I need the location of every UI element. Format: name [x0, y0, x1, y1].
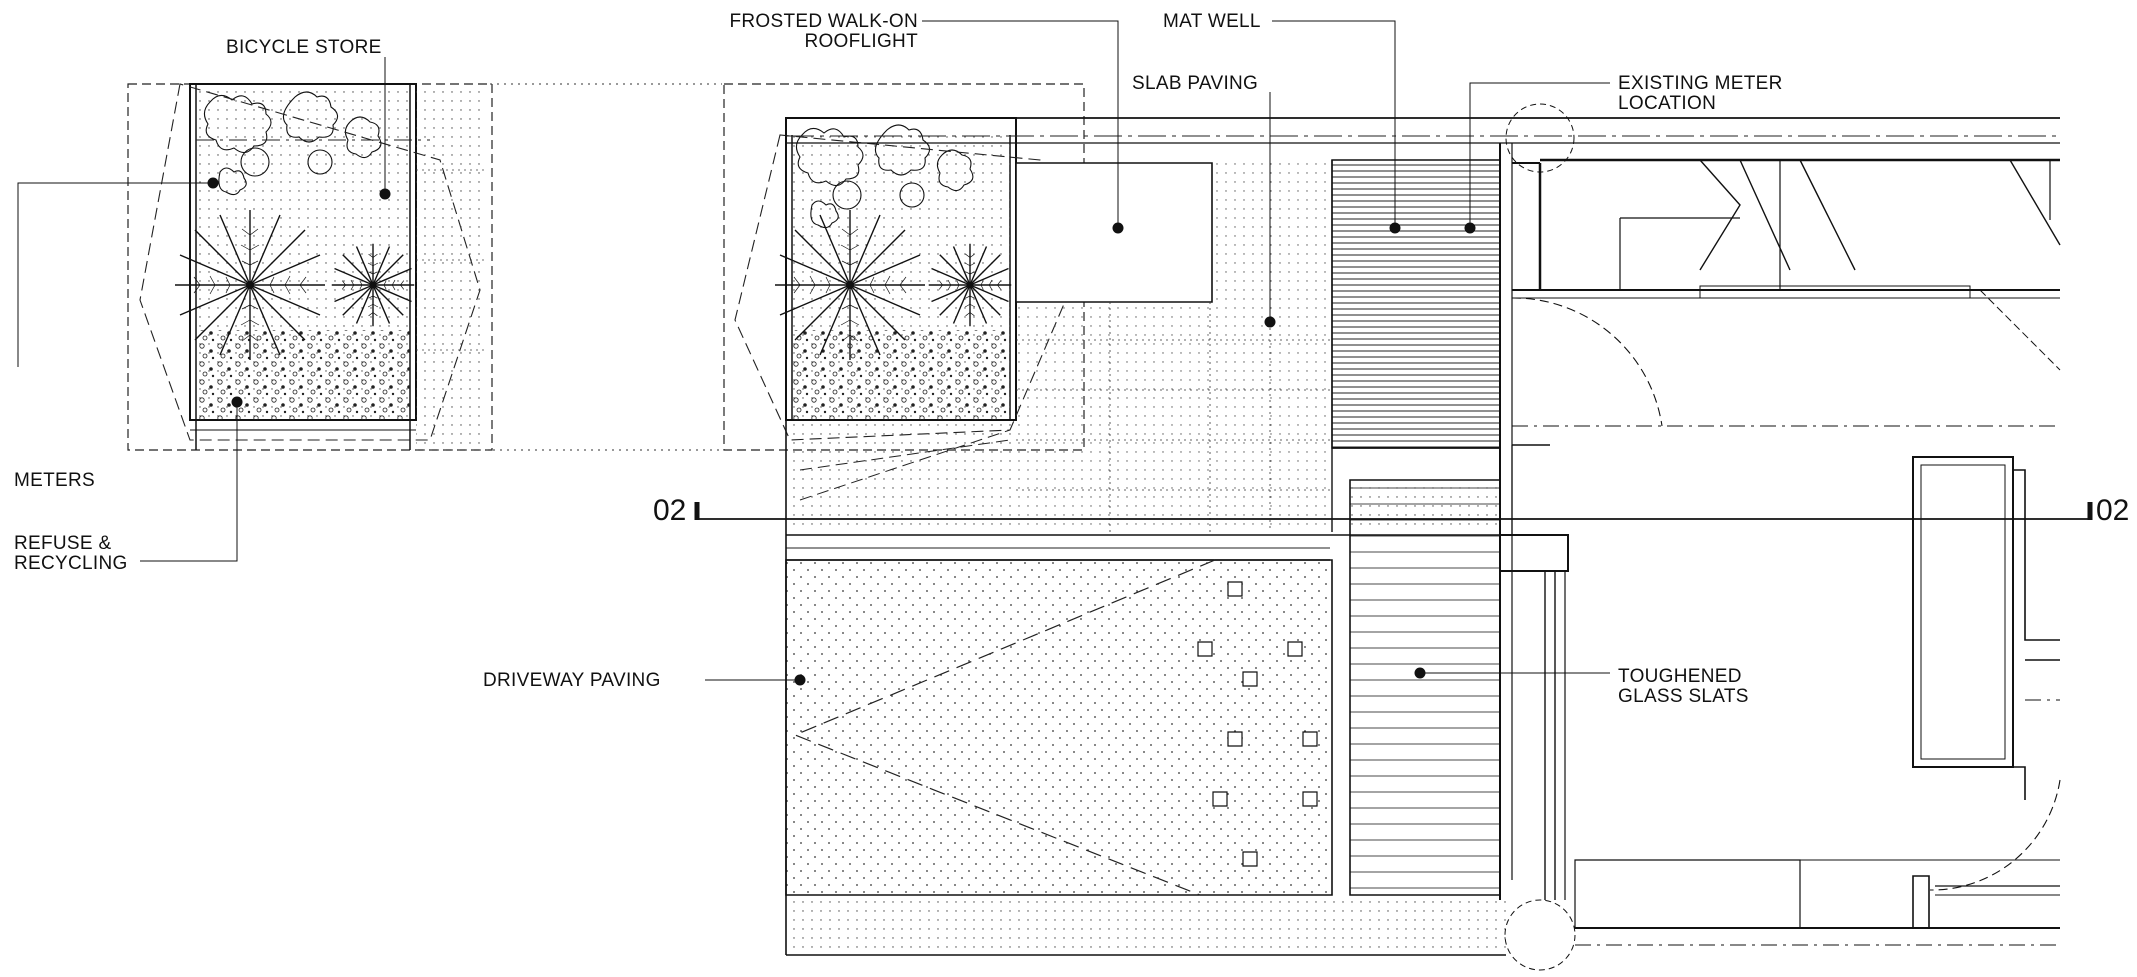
section-marker-left: 02: [653, 494, 687, 527]
section-marker-right: 02: [2096, 494, 2130, 527]
label-meters: METERS: [14, 470, 95, 491]
label-frosted-line2: ROOFLIGHT: [804, 31, 918, 52]
section-line: [697, 502, 2090, 520]
label-glass-line2: GLASS SLATS: [1618, 686, 1749, 707]
driveway-paving: [786, 560, 1332, 895]
palm-tree-icon: [774, 209, 926, 361]
label-meter-line2: LOCATION: [1618, 93, 1717, 114]
frosted-rooflight: [1016, 163, 1212, 302]
existing-building: [1500, 104, 2060, 970]
palm-tree-icon: [928, 243, 1012, 327]
toughened-glass-slats: [1350, 480, 1500, 895]
label-refuse-line1: REFUSE &: [14, 533, 112, 554]
bicycle-store-planter: [128, 84, 492, 450]
label-driveway-paving: DRIVEWAY PAVING: [483, 670, 661, 691]
label-glass-line1: TOUGHENED: [1618, 666, 1742, 687]
leader-dot-icon: [207, 177, 1476, 686]
label-bicycle-store: BICYCLE STORE: [226, 37, 382, 58]
leader-lines: [18, 21, 1610, 680]
label-mat-well: MAT WELL: [1163, 11, 1261, 32]
palm-tree-icon: [174, 209, 326, 361]
label-refuse-line2: RECYCLING: [14, 553, 128, 574]
label-slab-paving: SLAB PAVING: [1132, 73, 1259, 94]
label-frosted-line1: FROSTED WALK-ON: [729, 11, 918, 32]
paving-area: [786, 118, 2060, 955]
mat-well: [1332, 160, 1500, 448]
palm-tree-icon: [331, 243, 415, 327]
label-meter-line1: EXISTING METER: [1618, 73, 1783, 94]
